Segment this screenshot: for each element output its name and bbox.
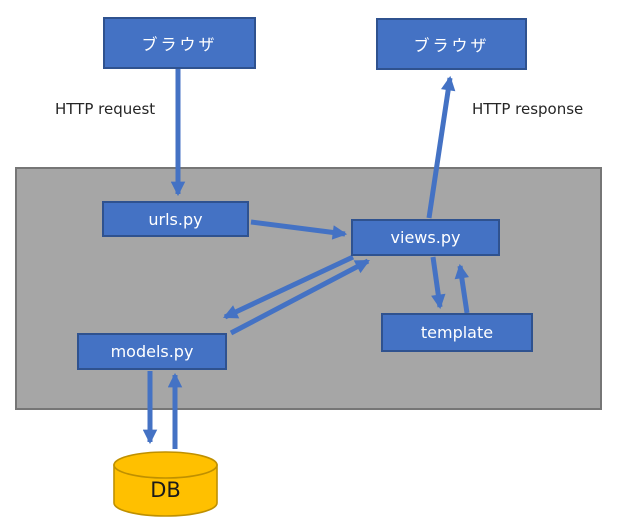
db-label: DB [150,478,181,502]
node-template: template [381,313,533,352]
node-browser-left-label: ブラウザ [141,35,218,54]
node-views-py: views.py [351,219,500,256]
db-cylinder-top [113,451,218,479]
http-response-label: HTTP response [472,100,584,118]
http-request-label: HTTP request [55,100,156,118]
node-browser-right: ブラウザ [376,18,527,70]
db-cylinder: DB [113,451,218,517]
node-browser-right-label: ブラウザ [413,36,490,55]
node-urls-py: urls.py [102,201,249,237]
node-browser-left: ブラウザ [103,17,256,69]
node-urls-py-label: urls.py [148,209,203,229]
node-models-py: models.py [77,333,227,370]
node-models-py-label: models.py [110,342,194,361]
db-cylinder-body [113,464,218,517]
node-views-py-label: views.py [390,228,461,247]
node-template-label: template [420,323,494,342]
